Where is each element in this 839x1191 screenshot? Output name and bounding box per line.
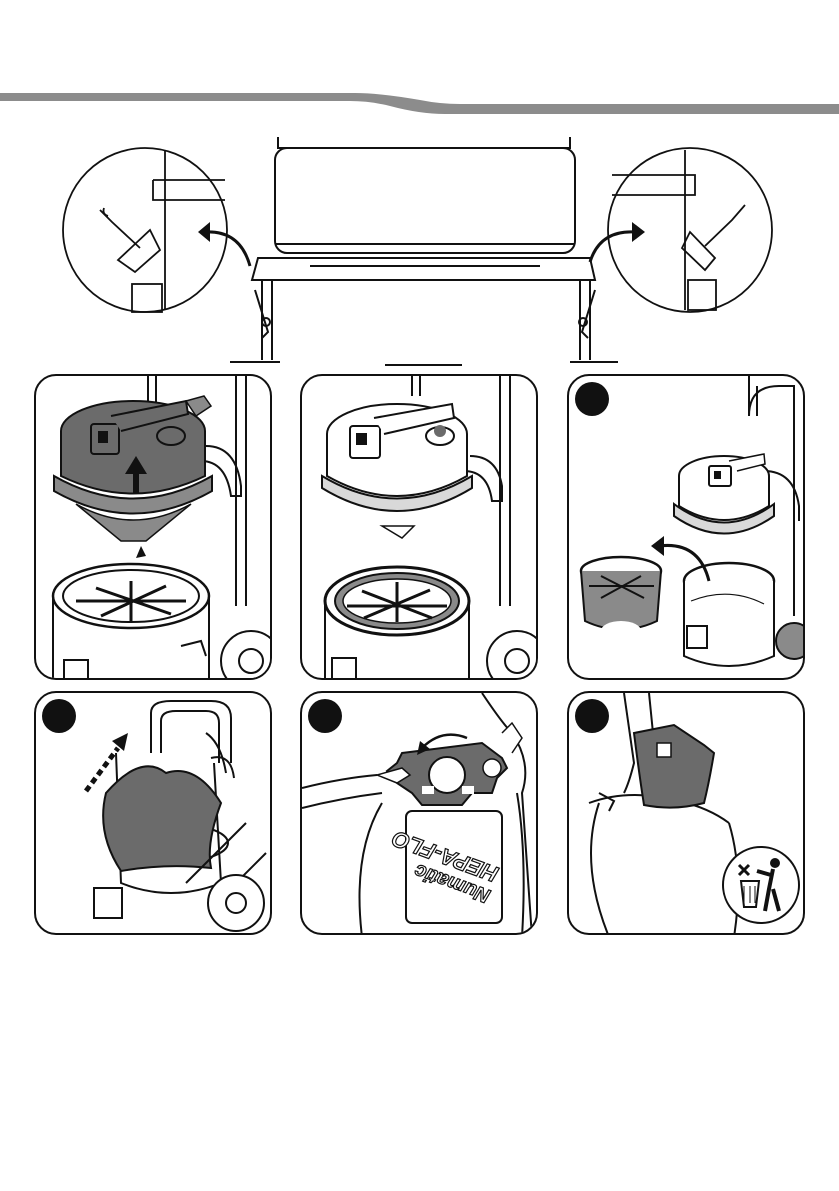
clip-detail-right [590, 148, 772, 312]
remove-basket-illustration [569, 376, 805, 680]
step-3-panel [567, 374, 805, 680]
lift-head-illustration [36, 376, 272, 680]
pull-bag-illustration [36, 693, 272, 935]
step-2-panel [300, 374, 538, 680]
close-bag-illustration: Numatic HEPA-FLO [302, 693, 538, 935]
header-band [0, 0, 839, 120]
dispose-bag-illustration [569, 693, 805, 935]
clip-detail-left [63, 148, 250, 312]
step-4-panel [34, 691, 272, 935]
dispose-bin-icon [723, 847, 799, 923]
step-6-panel [567, 691, 805, 935]
top-illustration [0, 130, 839, 370]
container-open-illustration [302, 376, 538, 680]
step-1-panel [34, 374, 272, 680]
step-5-panel: Numatic HEPA-FLO [300, 691, 538, 935]
